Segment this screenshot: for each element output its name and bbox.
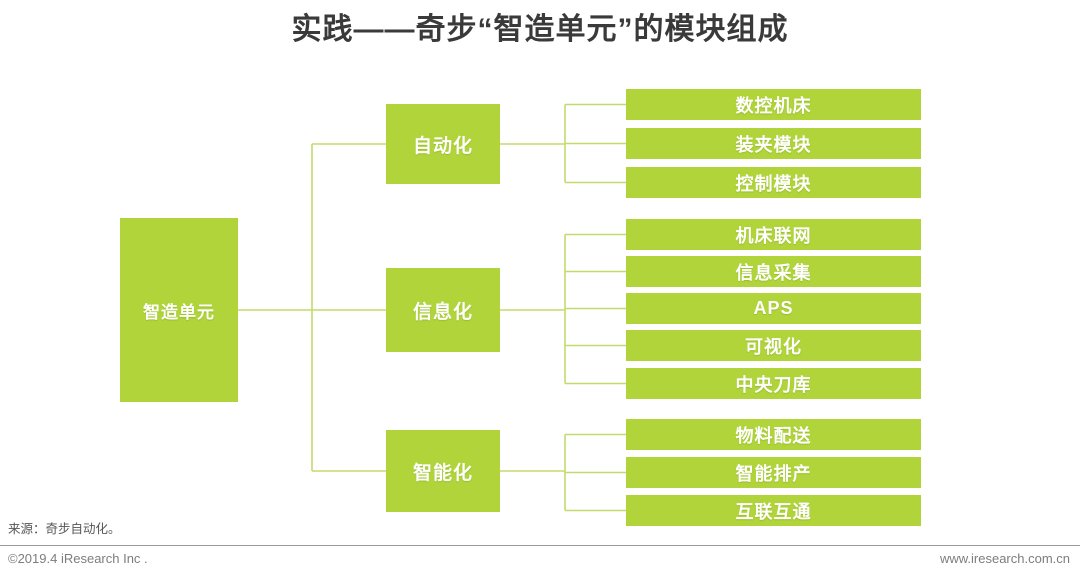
node-leaf-2-2-label: 互联互通 — [735, 501, 812, 522]
copyright-text: ©2019.4 iResearch Inc . — [8, 551, 148, 566]
node-leaf-1-4[interactable]: 中央刀库 — [626, 368, 921, 399]
source-note: 来源：奇步自动化。 — [8, 522, 121, 536]
node-leaf-1-0-label: 机床联网 — [735, 225, 812, 246]
node-leaf-0-1-label: 装夹模块 — [735, 134, 812, 155]
node-leaf-1-3[interactable]: 可视化 — [626, 330, 921, 361]
node-leaf-0-0-label: 数控机床 — [735, 95, 812, 116]
node-leaf-0-2-label: 控制模块 — [735, 173, 812, 194]
node-leaf-1-4-label: 中央刀库 — [735, 374, 812, 395]
node-branch-1[interactable]: 信息化 — [386, 268, 500, 352]
node-leaf-1-2-label: APS — [753, 298, 794, 318]
node-branch-0-label: 自动化 — [412, 135, 473, 157]
node-branch-1-label: 信息化 — [412, 301, 473, 323]
node-leaf-2-2[interactable]: 互联互通 — [626, 495, 921, 526]
node-root-label: 智造单元 — [143, 302, 215, 322]
node-root[interactable]: 智造单元 — [120, 218, 238, 402]
node-leaf-2-1-label: 智能排产 — [735, 463, 812, 484]
node-leaf-2-1[interactable]: 智能排产 — [626, 457, 921, 488]
footer-divider — [0, 545, 1080, 546]
node-branch-2-label: 智能化 — [412, 462, 473, 484]
node-leaf-1-1-label: 信息采集 — [735, 262, 812, 283]
website-url: www.iresearch.com.cn — [939, 551, 1070, 566]
node-leaf-2-0[interactable]: 物料配送 — [626, 419, 921, 450]
node-leaf-0-1[interactable]: 装夹模块 — [626, 128, 921, 159]
page-title: 实践——奇步“智造单元”的模块组成 — [291, 13, 789, 46]
node-leaf-0-2[interactable]: 控制模块 — [626, 167, 921, 198]
node-branch-2[interactable]: 智能化 — [386, 430, 500, 512]
node-leaf-0-0[interactable]: 数控机床 — [626, 89, 921, 120]
node-branch-0[interactable]: 自动化 — [386, 104, 500, 184]
node-leaf-1-1[interactable]: 信息采集 — [626, 256, 921, 287]
node-leaf-1-3-label: 可视化 — [745, 336, 802, 357]
node-leaf-1-2[interactable]: APS — [626, 293, 921, 324]
node-leaf-2-0-label: 物料配送 — [735, 425, 812, 446]
node-leaf-1-0[interactable]: 机床联网 — [626, 219, 921, 250]
